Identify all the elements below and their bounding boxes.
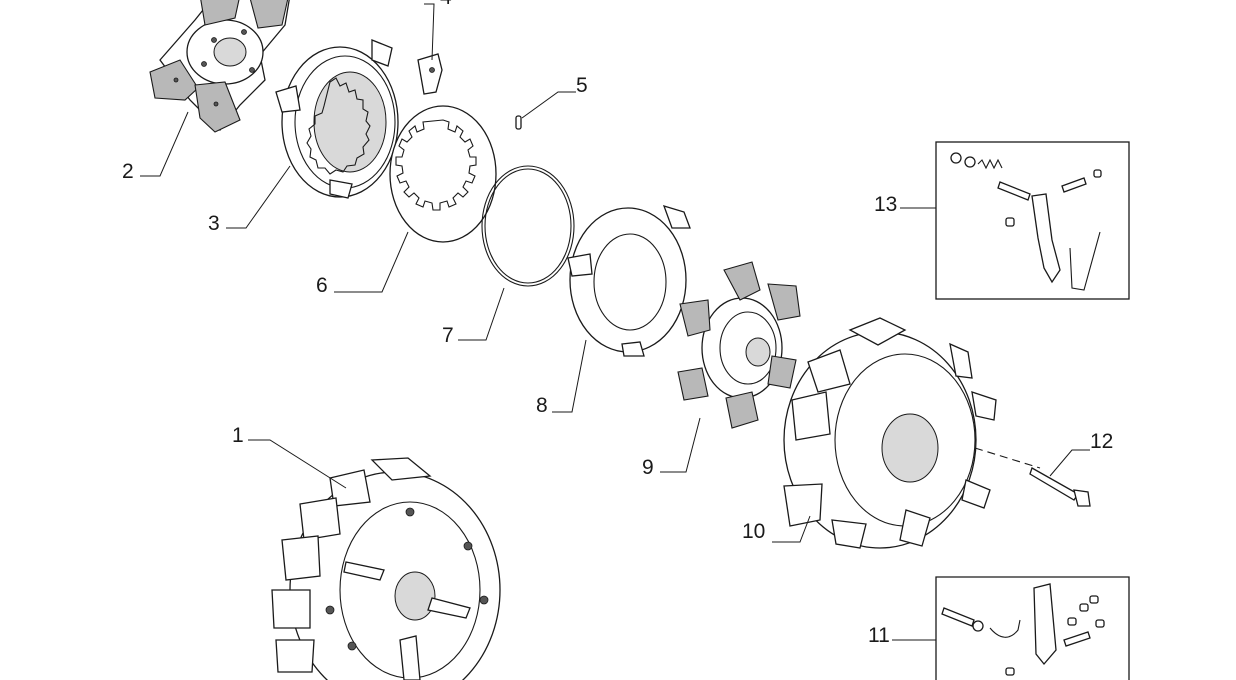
part-11-linkage-kit — [935, 576, 1130, 680]
callout-9: 9 — [642, 456, 654, 479]
callout-3: 3 — [208, 212, 220, 235]
part-8-pressure-plate — [567, 205, 691, 357]
part-6-friction-plate — [389, 105, 497, 243]
leader-lines — [140, 3, 1090, 641]
part-10-clutch-housing — [783, 317, 1041, 549]
callout-10: 10 — [742, 520, 765, 543]
part-12-bolt — [1029, 467, 1091, 507]
callout-12: 12 — [1090, 430, 1113, 453]
callout-2: 2 — [122, 160, 134, 183]
part-7-o-ring — [481, 165, 575, 287]
callout-13: 13 — [874, 193, 897, 216]
callout-4: 4 — [440, 0, 452, 9]
callout-7: 7 — [442, 324, 454, 347]
callout-11: 11 — [868, 624, 890, 647]
part-4-bracket — [417, 53, 443, 95]
part-3-spline-ring — [275, 39, 399, 199]
callout-1: 1 — [232, 424, 244, 447]
part-2-clutch-disc — [149, 0, 290, 133]
part-9-ceramic-disc — [677, 261, 801, 429]
callout-6: 6 — [316, 274, 328, 297]
part-5-pin — [515, 115, 522, 130]
callout-labels: 4 5 2 3 13 6 7 8 1 12 9 10 11 — [122, 0, 1113, 647]
part-1-clutch-assembly — [271, 457, 501, 680]
callout-8: 8 — [536, 394, 548, 417]
callout-5: 5 — [576, 74, 588, 97]
part-13-lever-kit — [935, 141, 1130, 300]
